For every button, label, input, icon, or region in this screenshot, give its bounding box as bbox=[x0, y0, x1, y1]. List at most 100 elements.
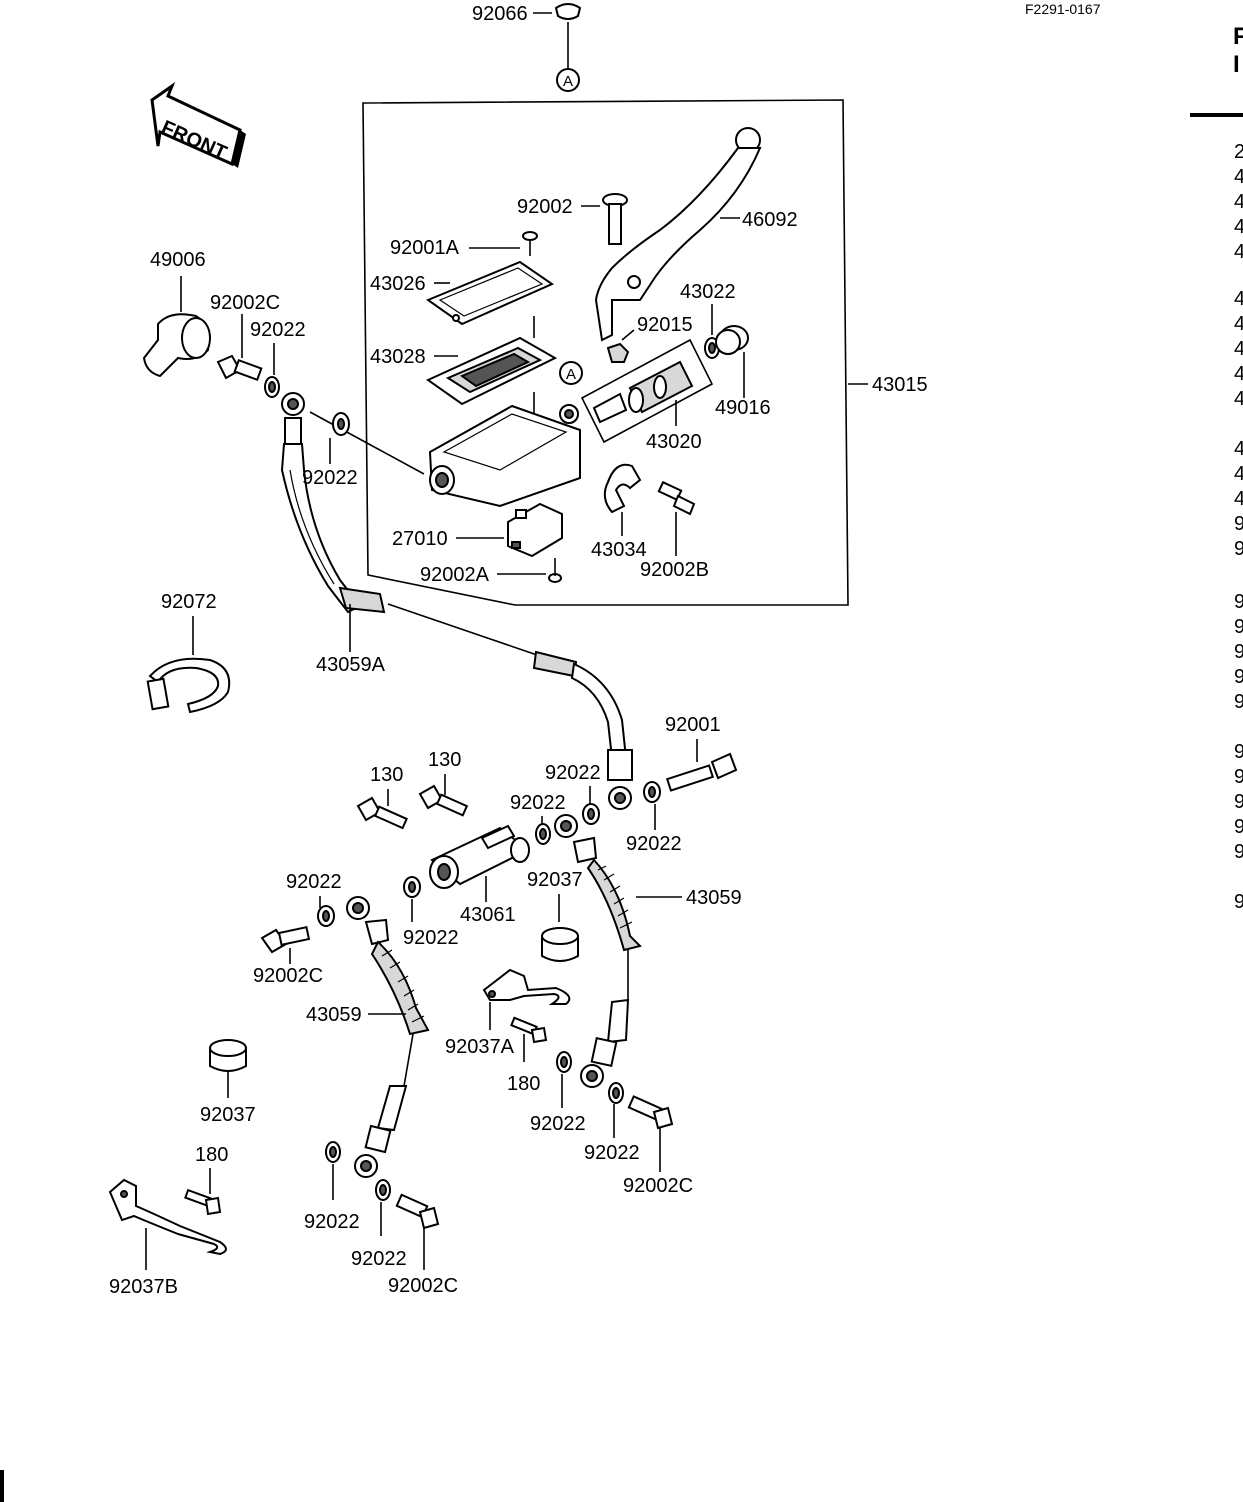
label-92002: 92002 bbox=[517, 196, 573, 218]
part-92022-a: 92022 bbox=[250, 319, 306, 398]
part-92037-mid: 92037 bbox=[527, 869, 583, 962]
page-edge-mark bbox=[0, 1470, 4, 1502]
label-92022-g: 92022 bbox=[403, 927, 459, 949]
label-92037-mid: 92037 bbox=[527, 869, 583, 891]
column-char: 4 bbox=[1234, 241, 1243, 263]
part-92001A: 92001A bbox=[390, 231, 538, 259]
column-char: 2 bbox=[1234, 141, 1243, 163]
part-43059A: 43059A bbox=[316, 603, 633, 810]
part-43059-right: 43059 bbox=[554, 814, 742, 1088]
part-92002B: 92002B bbox=[640, 480, 709, 581]
part-92022-k: 92022 bbox=[351, 1179, 407, 1270]
label-92066: 92066 bbox=[472, 3, 528, 25]
column-char: 9 bbox=[1234, 616, 1243, 638]
label-43059-left: 43059 bbox=[306, 1004, 362, 1026]
part-43028: 43028 bbox=[370, 336, 558, 406]
part-92066: 92066 A bbox=[472, 3, 582, 92]
callout-a-circle bbox=[556, 68, 580, 92]
label-180-mid: 180 bbox=[507, 1073, 540, 1095]
column-char: 9 bbox=[1234, 791, 1243, 813]
header-char-1: F bbox=[1233, 23, 1243, 50]
part-92002A: 92002A bbox=[420, 558, 562, 586]
label-43059-right: 43059 bbox=[686, 887, 742, 909]
label-46092: 46092 bbox=[742, 209, 798, 231]
callout-a-text: A bbox=[563, 73, 573, 90]
part-43061: 43061 bbox=[429, 824, 530, 926]
column-char: 9 bbox=[1234, 691, 1243, 713]
header-char-2: I bbox=[1233, 51, 1240, 78]
part-92022-j: 92022 bbox=[304, 1141, 360, 1233]
column-char: 4 bbox=[1234, 216, 1243, 238]
label-92002A: 92002A bbox=[420, 564, 490, 586]
part-43020: 43020 bbox=[580, 338, 714, 453]
part-130-b: 130 bbox=[418, 749, 469, 817]
label-180-left: 180 bbox=[195, 1144, 228, 1166]
right-column-list: 2 4 4 4 4 4 4 4 4 4 4 4 4 9 9 9 9 9 9 9 … bbox=[1234, 141, 1243, 913]
leader-line bbox=[621, 329, 635, 341]
part-92001: 92001 bbox=[665, 714, 738, 792]
part-180-mid: 180 bbox=[507, 1016, 548, 1095]
assembly-frame-43015 bbox=[362, 99, 849, 606]
part-92002C-left: 92002C bbox=[253, 926, 323, 987]
label-92015: 92015 bbox=[637, 314, 693, 336]
part-92015: 92015 bbox=[606, 314, 693, 363]
column-char: 4 bbox=[1234, 338, 1243, 360]
label-92002B: 92002B bbox=[640, 559, 709, 581]
part-92002: 92002 bbox=[517, 193, 628, 245]
part-92022-b: 92022 bbox=[302, 412, 358, 489]
label-92022-d: 92022 bbox=[626, 833, 682, 855]
reference-code: F2291-0167 bbox=[1025, 1, 1101, 17]
part-92022-i: 92022 bbox=[584, 1082, 640, 1164]
column-char: 4 bbox=[1234, 463, 1243, 485]
column-char: 9 bbox=[1234, 841, 1243, 863]
label-49016: 49016 bbox=[715, 397, 771, 419]
label-92022-h: 92022 bbox=[530, 1113, 586, 1135]
part-27010: 27010 bbox=[392, 502, 563, 558]
part-92002C-bottom: 92002C bbox=[388, 1193, 458, 1297]
column-char: 4 bbox=[1234, 438, 1243, 460]
part-43059-left: 43059 bbox=[306, 896, 430, 1178]
label-92072: 92072 bbox=[161, 591, 217, 613]
label-43059A: 43059A bbox=[316, 654, 386, 676]
label-49006: 49006 bbox=[150, 249, 206, 271]
front-arrow-icon: FRONT bbox=[150, 81, 246, 168]
label-92022-j: 92022 bbox=[304, 1211, 360, 1233]
part-43034: 43034 bbox=[591, 463, 647, 561]
part-92022-c: 92022 bbox=[545, 762, 601, 825]
column-char: 9 bbox=[1234, 891, 1243, 913]
label-92001: 92001 bbox=[665, 714, 721, 736]
cap-icon bbox=[554, 3, 582, 20]
column-char: 9 bbox=[1234, 766, 1243, 788]
label-27010: 27010 bbox=[392, 528, 448, 550]
part-43026: 43026 bbox=[370, 260, 555, 326]
label-92037A: 92037A bbox=[445, 1036, 515, 1058]
part-92037B: 92037B bbox=[108, 1178, 227, 1298]
label-43028: 43028 bbox=[370, 346, 426, 368]
label-92001A: 92001A bbox=[390, 237, 460, 259]
label-130-b: 130 bbox=[428, 749, 461, 771]
column-char: 9 bbox=[1234, 641, 1243, 663]
label-92037-left: 92037 bbox=[200, 1104, 256, 1126]
callout-a-circle bbox=[559, 361, 583, 385]
label-43026: 43026 bbox=[370, 273, 426, 295]
column-char: 4 bbox=[1234, 313, 1243, 335]
part-92002C-right: 92002C bbox=[623, 1095, 693, 1197]
part-92022-e: 92022 bbox=[510, 792, 566, 845]
column-char: 9 bbox=[1234, 513, 1243, 535]
part-92002C-top: 92002C bbox=[210, 292, 280, 382]
label-43020: 43020 bbox=[646, 431, 702, 453]
part-92072: 92072 bbox=[146, 591, 231, 714]
part-92022-h: 92022 bbox=[530, 1051, 586, 1135]
part-92037A: 92037A bbox=[445, 968, 571, 1058]
part-92022-d: 92022 bbox=[626, 781, 682, 855]
part-180-left: 180 bbox=[184, 1144, 228, 1216]
label-92002C-top: 92002C bbox=[210, 292, 280, 314]
part-130-a: 130 bbox=[356, 764, 408, 830]
label-92002C-left: 92002C bbox=[253, 965, 323, 987]
label-92022-i: 92022 bbox=[584, 1142, 640, 1164]
column-char: 9 bbox=[1234, 591, 1243, 613]
part-49006: 49006 bbox=[142, 249, 211, 378]
column-char: 9 bbox=[1234, 666, 1243, 688]
label-43034: 43034 bbox=[591, 539, 647, 561]
